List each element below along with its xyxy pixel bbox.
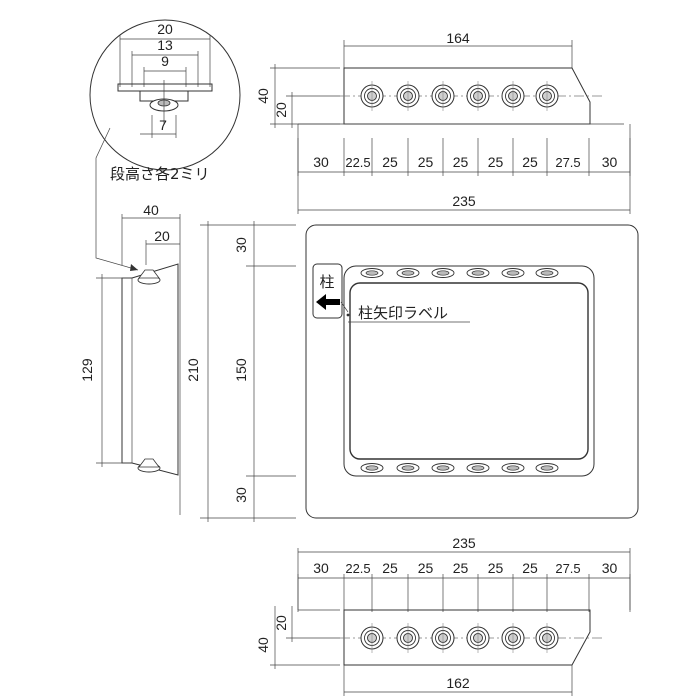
bottom-hole-2 [396, 623, 420, 653]
bottom-inner-dim: 20 [273, 615, 289, 631]
front-bottom-slot-6 [535, 463, 559, 473]
top-hole-3 [431, 81, 455, 111]
bottom-pitch-2: 22.5 [345, 561, 370, 576]
front-bottom-slot-1 [360, 463, 384, 473]
bottom-pitch-dimensions: 30 22.5 25 25 25 25 25 27.5 30 [297, 560, 631, 612]
top-pitch-5: 25 [453, 154, 469, 170]
bottom-pitch-3: 25 [382, 560, 398, 576]
bottom-pitch-5: 25 [453, 560, 469, 576]
inner-frame [343, 265, 595, 477]
side-inner-dim: 20 [154, 228, 170, 244]
top-hole-6 [535, 81, 559, 111]
outer-panel [305, 224, 639, 519]
top-pitch-1: 30 [313, 154, 329, 170]
top-hole-4 [466, 81, 490, 111]
top-pitch-3: 25 [382, 154, 398, 170]
front-top-slot-2 [396, 268, 420, 278]
top-view: 164 40 20 [255, 30, 624, 128]
top-total-dimension: 235 [297, 124, 631, 214]
top-height-dim: 40 [255, 88, 271, 104]
top-pitch-8: 27.5 [555, 155, 580, 170]
top-hole-5 [501, 81, 525, 111]
top-inner-dim: 20 [273, 102, 289, 118]
detail-dim-13: 13 [157, 37, 173, 53]
step-height-note: 段高さ各2ミリ [110, 165, 210, 183]
side-total-height-dim: 210 [185, 358, 201, 382]
pillar-char: 柱 [319, 273, 334, 291]
detail-view: 20 13 9 7 段高さ各2ミリ [89, 19, 241, 271]
bottom-hole-5 [501, 623, 525, 653]
side-view: 40 20 129 210 30 150 30 [79, 202, 296, 522]
bottom-hole-4 [466, 623, 490, 653]
bottom-pitch-8: 27.5 [555, 561, 580, 576]
top-pitch-9: 30 [602, 154, 618, 170]
pillar-arrow-icon [316, 294, 340, 310]
top-pitch-dimensions: 30 22.5 25 25 25 25 25 27.5 30 [297, 138, 631, 176]
bottom-pitch-7: 25 [522, 560, 538, 576]
front-bottom-slot-3 [431, 463, 455, 473]
top-view-outline [343, 67, 591, 125]
bottom-pitch-1: 30 [313, 560, 329, 576]
top-pitch-4: 25 [418, 154, 434, 170]
front-top-slot-4 [466, 268, 490, 278]
top-hole-1 [360, 81, 384, 111]
pillar-arrow-label-box [312, 263, 343, 319]
front-bottom-slot-4 [466, 463, 490, 473]
front-top-slot-6 [535, 268, 559, 278]
detail-dim-7: 7 [159, 117, 167, 133]
bottom-view-outline [343, 609, 591, 666]
detail-dim-20: 20 [157, 21, 173, 37]
bottom-pitch-4: 25 [418, 560, 434, 576]
segment-top-dim: 30 [233, 237, 249, 253]
inner-opening [349, 282, 589, 460]
side-view-outline [121, 263, 179, 476]
bottom-height-dim: 40 [255, 637, 271, 653]
side-width-dim: 40 [143, 202, 159, 218]
front-view: 柱 柱矢印ラベル [305, 224, 639, 519]
bottom-overall-dim: 162 [446, 675, 470, 691]
bottom-hole-1 [360, 623, 384, 653]
top-overall-dim: 164 [446, 30, 470, 46]
bottom-pitch-6: 25 [488, 560, 504, 576]
top-hole-2 [396, 81, 420, 111]
pillar-arrow-label-text: 柱矢印ラベル [358, 304, 448, 322]
segment-middle-dim: 150 [233, 358, 249, 382]
segment-bottom-dim: 30 [233, 487, 249, 503]
top-pitch-2: 22.5 [345, 155, 370, 170]
top-pitch-7: 25 [522, 154, 538, 170]
front-top-slot-3 [431, 268, 455, 278]
front-top-slot-5 [501, 268, 525, 278]
side-length-dim: 129 [79, 358, 95, 382]
front-bottom-slot-5 [501, 463, 525, 473]
detail-circle [89, 19, 241, 171]
bottom-view: 40 20 162 [255, 606, 605, 696]
top-pitch-6: 25 [488, 154, 504, 170]
bottom-total-dim: 235 [452, 535, 476, 551]
bottom-hole-6 [535, 623, 559, 653]
top-total-dim: 235 [452, 193, 476, 209]
front-top-slot-1 [360, 268, 384, 278]
bottom-hole-3 [431, 623, 455, 653]
front-bottom-slot-2 [396, 463, 420, 473]
bottom-pitch-9: 30 [602, 560, 618, 576]
detail-dim-9: 9 [161, 53, 169, 69]
